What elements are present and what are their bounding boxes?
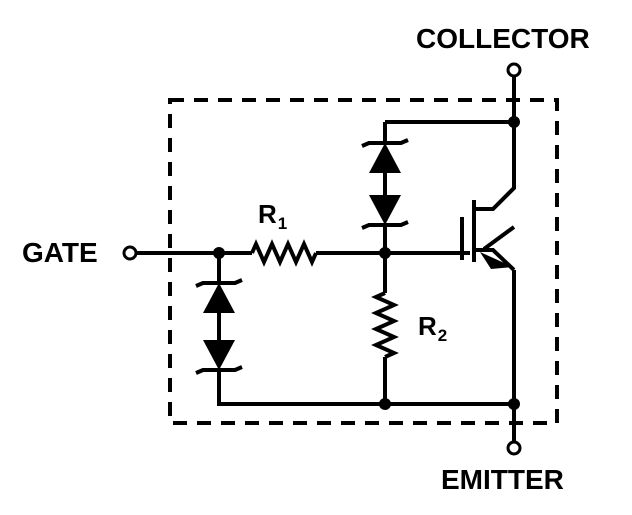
r2-label-sub: 2 xyxy=(438,326,447,345)
dashed-package-outline xyxy=(168,98,559,425)
left-zener-upper-icon xyxy=(203,283,235,313)
igbt-emitter-arrow-icon xyxy=(480,252,513,269)
collector-label: COLLECTOR xyxy=(416,23,590,54)
left-zener-wire-bottom xyxy=(217,370,514,406)
top-zener-upper-icon xyxy=(369,143,401,173)
igbt-body-diagonal xyxy=(482,225,516,251)
junction-dot-emitter xyxy=(508,398,520,410)
left-zener-lower-icon xyxy=(203,340,235,370)
r1-label: R1 xyxy=(258,199,287,233)
top-zener-lower-icon xyxy=(369,195,401,225)
left-zener-upper-bar xyxy=(195,278,243,288)
r2-label: R2 xyxy=(418,311,447,345)
junction-dot-bottom-mid xyxy=(379,398,391,410)
emitter-terminal xyxy=(506,440,522,456)
top-zener-upper-bar xyxy=(361,138,409,148)
r1-label-sub: 1 xyxy=(278,214,287,233)
gate-label: GATE xyxy=(22,237,98,268)
collector-terminal xyxy=(506,62,522,78)
igbt-collector-branch xyxy=(474,76,516,211)
r2-resistor xyxy=(371,291,399,359)
r2-label-main: R xyxy=(418,311,437,341)
igbt-emitter-branch xyxy=(474,248,516,272)
gate-terminal xyxy=(122,245,138,261)
r1-label-main: R xyxy=(258,199,277,229)
emitter-label: EMITTER xyxy=(441,464,564,495)
junction-dot-collector xyxy=(508,116,520,128)
r1-resistor xyxy=(250,239,318,267)
junction-dot-bus xyxy=(379,247,391,259)
junction-dot-gate xyxy=(213,247,225,259)
